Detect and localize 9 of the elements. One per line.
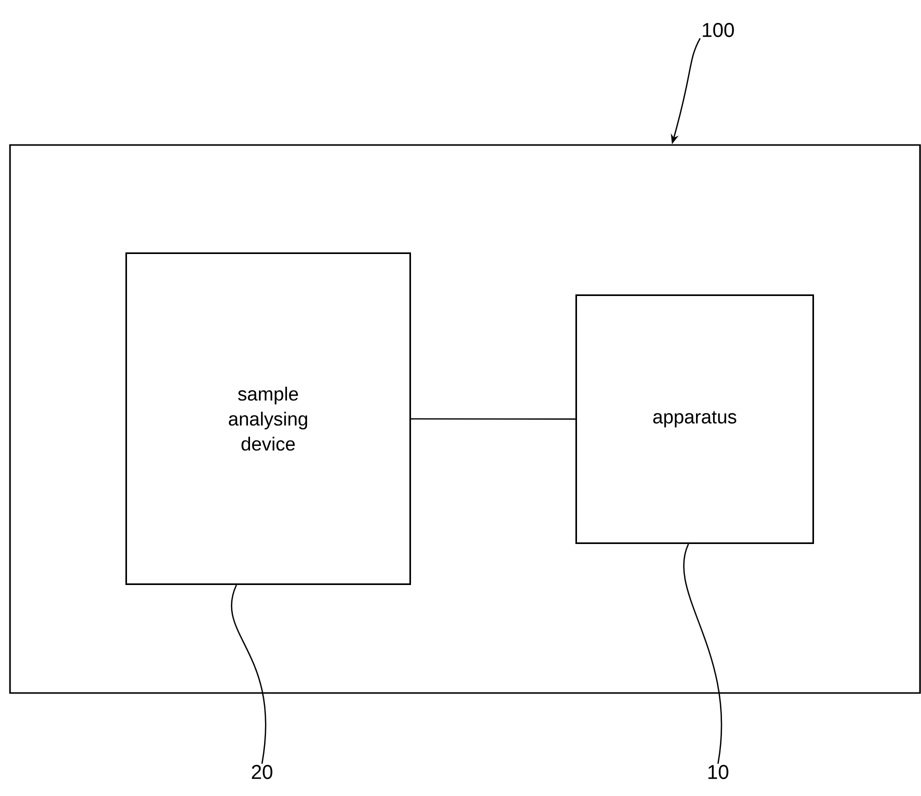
reference-number: 10 (708, 764, 728, 780)
reference-number: 100 (702, 22, 734, 38)
connector-line (411, 418, 576, 420)
process-box: apparatus (575, 294, 814, 544)
leader-line (230, 584, 266, 764)
leader-line (683, 544, 722, 764)
system-box (9, 144, 921, 694)
process-box: sample analysing device (125, 252, 411, 585)
reference-number: 20 (252, 764, 272, 780)
